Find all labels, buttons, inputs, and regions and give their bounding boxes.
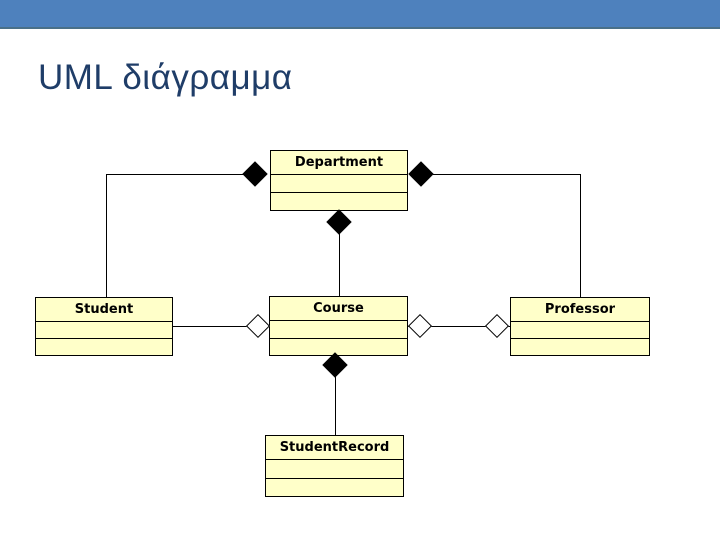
composition-diamond-icon-department-left [242,161,268,187]
class-course-name: Course [270,297,407,321]
class-professor-name: Professor [511,298,649,322]
connector-course-studentrecord-vertical [335,356,336,435]
composition-diamond-icon-department-right [408,161,434,187]
aggregation-diamond-icon-course-left [245,313,271,339]
aggregation-diamond-icon-professor-left [484,313,510,339]
class-department-operations [271,193,407,210]
header-bar [0,0,720,29]
class-student-name: Student [36,298,172,322]
class-professor: Professor [510,297,650,356]
connector-department-student-horizontal [106,174,246,175]
class-department-name: Department [271,151,407,175]
class-student-attributes [36,322,172,339]
connector-course-professor-horizontal [408,326,510,327]
connector-department-course-vertical [339,211,340,297]
class-course-operations [270,339,407,356]
composition-diamond-icon-department-bottom [326,209,352,235]
class-department-attributes [271,175,407,193]
connector-student-course-horizontal [173,326,263,327]
class-studentrecord: StudentRecord [265,435,404,497]
page-title: UML διάγραμμα [38,58,293,97]
class-professor-attributes [511,322,649,339]
class-studentrecord-attributes [266,460,403,479]
class-department: Department [270,150,408,211]
aggregation-diamond-icon-course-right [407,313,433,339]
class-student: Student [35,297,173,356]
composition-diamond-icon-course-bottom [322,352,348,378]
connector-department-professor-vertical [580,174,581,298]
connector-department-professor-horizontal [433,174,580,175]
class-student-operations [36,339,172,355]
connector-department-student-vertical [106,174,107,298]
class-course: Course [269,296,408,356]
class-studentrecord-name: StudentRecord [266,436,403,460]
class-studentrecord-operations [266,479,403,497]
class-professor-operations [511,339,649,355]
class-course-attributes [270,321,407,339]
